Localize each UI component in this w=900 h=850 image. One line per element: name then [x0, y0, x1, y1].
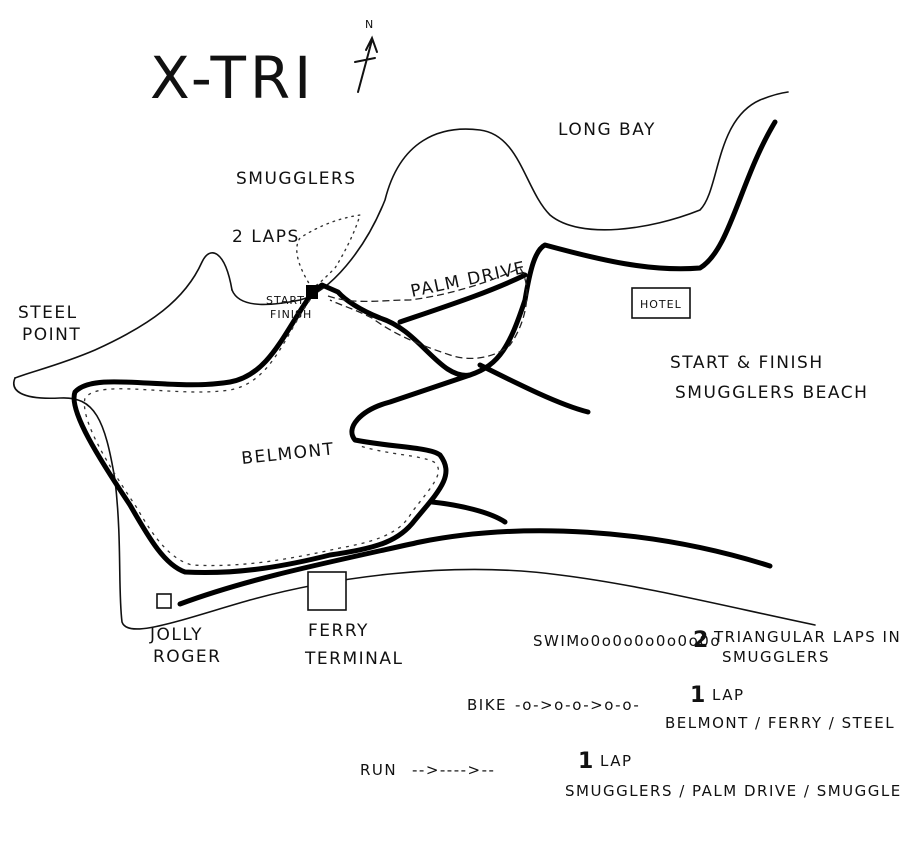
jolly-roger-building [156, 593, 172, 609]
legend: SWIM o0o0o0o0o0o0o 2 TRIANGULAR LAPS IN … [360, 628, 900, 800]
hotel-label: HOTEL [640, 298, 682, 311]
smugglers-label: SMUGGLERS [236, 169, 357, 189]
bike-course-line [83, 299, 440, 567]
ferry-terminal-building [307, 571, 347, 611]
start-finish-label-1: START & FINISH [670, 353, 824, 373]
legend-swim-count: 2 [693, 628, 708, 653]
road-palm-drive-lower [397, 272, 528, 325]
start-finish-label-2: SMUGGLERS BEACH [675, 383, 868, 403]
ferry-terminal-label-2: TERMINAL [304, 649, 403, 669]
legend-swim-desc-1: TRIANGULAR LAPS IN [713, 628, 900, 646]
steel-point-label-2: POINT [22, 325, 81, 345]
legend-run-unit: LAP [600, 752, 633, 770]
jolly-roger-label-1: JOLLY [149, 625, 203, 645]
start-finish-marker [306, 285, 318, 299]
legend-bike-label: BIKE [467, 696, 507, 714]
ferry-terminal-label-1: FERRY [308, 621, 369, 641]
north-label: N [365, 18, 374, 31]
swim-course-line [296, 214, 361, 289]
legend-bike-unit: LAP [712, 686, 745, 704]
legend-bike-desc: BELMONT / FERRY / STEEL PT. [665, 714, 900, 732]
hotel-building [631, 287, 691, 319]
legend-run-count: 1 [578, 749, 593, 774]
finish-label: FINISH [270, 308, 312, 321]
road-belmont-loop [71, 289, 473, 576]
north-arrow-icon [354, 35, 378, 93]
road-east-spur [477, 362, 591, 415]
jolly-roger-label-2: ROGER [153, 647, 221, 667]
coastline-north [14, 252, 233, 379]
legend-run-desc: SMUGGLERS / PALM DRIVE / SMUGGLERS [565, 782, 900, 800]
map-title: X-TRI [150, 44, 315, 112]
legend-run-symbol: -->---->-- [412, 761, 495, 779]
run-course-line [327, 267, 528, 360]
legend-bike-count: 1 [690, 683, 705, 708]
legend-swim-label: SWIM [533, 632, 581, 650]
legend-swim-symbol: o0o0o0o0o0o0o [580, 632, 721, 650]
coastline-smugglers-bay [231, 91, 789, 306]
long-bay-label: LONG BAY [558, 120, 656, 140]
road-palm-drive [310, 119, 778, 378]
legend-bike-symbol: -o->o-o->o-o- [515, 696, 640, 714]
palm-drive-label: PALM DRIVE [409, 258, 528, 302]
steel-point-label-1: STEEL [18, 303, 78, 323]
belmont-label: BELMONT [240, 439, 335, 469]
coastline-steel-point [13, 377, 816, 630]
start-label: START [266, 294, 305, 307]
legend-run-label: RUN [360, 761, 397, 779]
road-ferry-link [429, 499, 508, 525]
road-south-coast [177, 528, 773, 607]
legend-swim-desc-2: SMUGGLERS [722, 648, 830, 666]
swim-laps-note: 2 LAPS [232, 227, 300, 247]
